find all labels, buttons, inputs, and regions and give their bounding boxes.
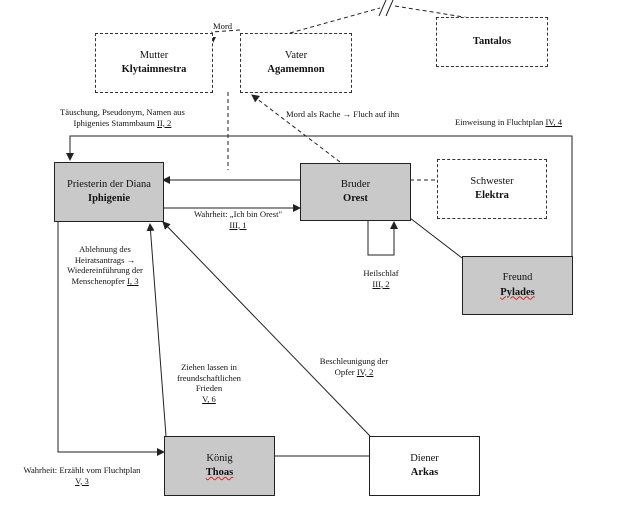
wahrheit-orest-label: Wahrheit: „Ich bin Orest" III, 1 — [186, 209, 290, 230]
pylades-node: Freund Pylades — [462, 256, 573, 315]
ziehen-line2: freundschaftlichen — [177, 372, 241, 383]
orest-node: Bruder Orest — [300, 163, 411, 221]
pylades-role: Freund — [502, 272, 533, 284]
beschleunigung-label: Beschleunigung der Opfer IV, 2 — [308, 356, 400, 377]
ziehen-line1: Ziehen lassen in — [181, 362, 237, 372]
thoas-node: König Thoas — [164, 436, 275, 496]
arkas-node: Diener Arkas — [369, 436, 480, 496]
orest-role: Bruder — [340, 178, 371, 190]
taeuschung-line1: Täuschung, Pseudonym, Namen aus — [60, 107, 185, 117]
elektra-node: Schwester Elektra — [437, 159, 547, 219]
ablehnung-line1: Ablehnung des — [79, 244, 131, 254]
thoas-role: König — [206, 452, 233, 464]
taeuschung-line2-wrap: Iphigenies Stammbaum II, 2 — [60, 118, 185, 129]
taeuschung-line2: Iphigenies Stammbaum — [73, 117, 155, 128]
thoas-name: Thoas — [205, 467, 234, 478]
arkas-role: Diener — [410, 452, 439, 464]
ablehnung-line4-wrap: Menschenopfer I, 3 — [60, 276, 150, 287]
ablehnung-line — [57, 222, 165, 456]
heilschlaf-ref: III, 2 — [372, 278, 390, 289]
orest-pylades-line — [409, 217, 463, 259]
beschleunigung-line2: Opfer — [334, 366, 355, 377]
iphigenie-role: Priesterin der Diana — [67, 178, 151, 190]
rache-label: Mord als Rache → Fluch auf ihn — [286, 109, 400, 119]
beschleunigung-arrow — [162, 221, 371, 437]
tantalos-name: Tantalos — [472, 35, 512, 47]
mutter-name: Klytaimnestra — [121, 64, 187, 75]
ziehen-ref: V, 6 — [202, 394, 216, 405]
pylades-name: Pylades — [500, 286, 535, 298]
wahrheit-flucht-label: Wahrheit: Erzählt vom Fluchtplan V, 3 — [15, 465, 149, 486]
ablehnung-line3: Wiedereinführung der — [67, 265, 143, 276]
wahrheit-orest-line1: Wahrheit: „Ich bin Orest" — [193, 209, 282, 219]
mord-arrow — [208, 29, 241, 45]
taeuschung-label: Täuschung, Pseudonym, Namen aus Iphigeni… — [60, 107, 185, 128]
ablehnung-label: Ablehnung des Heiratsantrags → Wiederein… — [60, 244, 150, 287]
heilschlaf-loop — [367, 217, 398, 256]
heilschlaf-line1: Heilschlaf — [363, 268, 399, 278]
ablehnung-ref: I, 3 — [127, 276, 139, 287]
lineage-break — [378, 0, 394, 17]
iphigenie-node: Priesterin der Diana Iphigenie — [54, 162, 164, 222]
wahrheit-orest-ref: III, 1 — [229, 219, 247, 230]
vater-role: Vater — [284, 49, 308, 61]
iphigenie-name: Iphigenie — [87, 193, 130, 204]
einweisung-ref: IV, 4 — [545, 117, 563, 127]
lineage-line-right — [394, 5, 471, 19]
rache-arrow — [251, 94, 341, 163]
einweisung-arrow — [66, 135, 573, 258]
elektra-role: Schwester — [470, 175, 514, 187]
tantalos-node: Tantalos — [436, 17, 548, 67]
mord-label: Mord — [213, 21, 233, 31]
elektra-name: Elektra — [475, 190, 509, 201]
wahrheit-flucht-ref: V, 3 — [75, 475, 89, 486]
wahrheit-flucht-line1: Wahrheit: Erzählt vom Fluchtplan — [23, 465, 141, 475]
ablehnung-line2: Heiratsantrags → — [74, 254, 136, 265]
ablehnung-line4: Menschenopfer — [71, 276, 125, 287]
ziehen-arrow — [146, 223, 167, 437]
taeuschung-ref: II, 2 — [157, 117, 172, 128]
arkas-name: Arkas — [410, 467, 439, 478]
einweisung-label: Einweisung in Fluchtplan IV, 4 — [455, 117, 562, 128]
lineage-line — [289, 7, 381, 34]
vater-node: Vater Agamemnon — [240, 33, 352, 93]
orest-name: Orest — [343, 193, 368, 204]
vater-name: Agamemnon — [267, 64, 325, 75]
ziehen-line3: Frieden — [195, 383, 223, 394]
einweisung-text: Einweisung in Fluchtplan — [455, 117, 544, 127]
mutter-role: Mutter — [139, 49, 169, 61]
ziehen-label: Ziehen lassen in freundschaftlichen Frie… — [166, 362, 252, 405]
beschleunigung-line2-wrap: Opfer IV, 2 — [308, 367, 400, 378]
beschleunigung-line1: Beschleunigung der — [319, 356, 389, 366]
heilschlaf-label: Heilschlaf III, 2 — [358, 268, 404, 289]
beschleunigung-ref: IV, 2 — [356, 366, 374, 377]
mutter-node: Mutter Klytaimnestra — [95, 33, 213, 93]
